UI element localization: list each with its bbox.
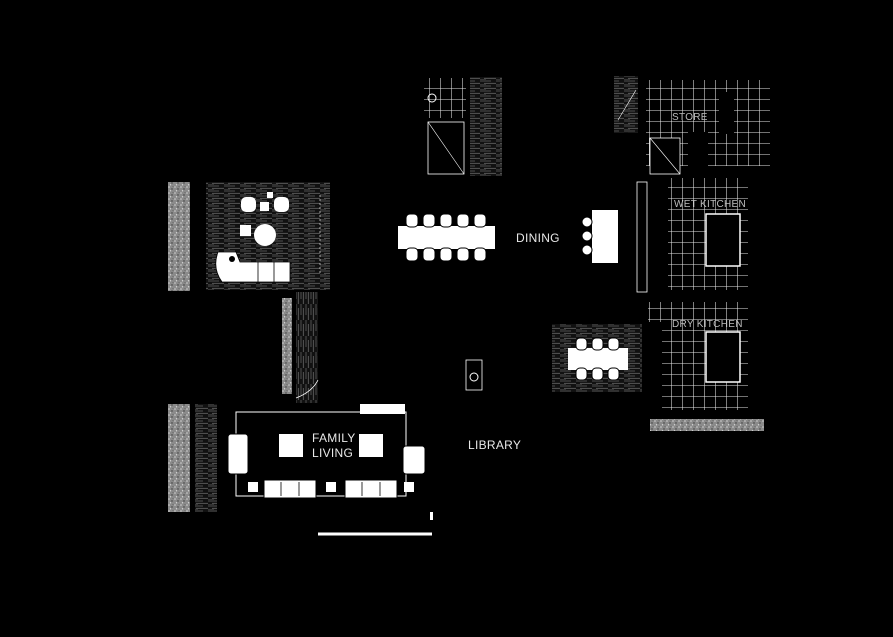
sectional-sofa-icon bbox=[215, 251, 291, 283]
sofa-icon bbox=[263, 479, 398, 499]
room-label-wet-kitchen: WET KITCHEN bbox=[674, 199, 746, 210]
bar-counter-icon bbox=[581, 210, 618, 263]
side-table-icon bbox=[404, 482, 414, 492]
planter-strip-left bbox=[168, 182, 190, 291]
coffee-table-icon bbox=[357, 432, 385, 459]
planter-strip-lower bbox=[168, 404, 190, 512]
side-table-icon bbox=[248, 482, 258, 492]
side-table-icon bbox=[240, 225, 251, 236]
dining-table-icon bbox=[398, 213, 495, 262]
room-label-dining: DINING bbox=[516, 231, 560, 245]
room-label-living: LIVING bbox=[312, 446, 353, 460]
kitchen-block: STORE WET KITCHEN DRY KITCHEN bbox=[614, 76, 770, 431]
library: LIBRARY bbox=[465, 359, 521, 452]
room-label-dry-kitchen: DRY KITCHEN bbox=[672, 319, 743, 330]
coffee-table-icon bbox=[277, 432, 305, 459]
dining-area: DINING bbox=[398, 210, 618, 263]
armchair-icon bbox=[241, 192, 289, 212]
breakfast-nook bbox=[552, 324, 642, 392]
family-living-room: FAMILY LIVING bbox=[168, 404, 433, 536]
room-label-family: FAMILY bbox=[312, 431, 356, 445]
room-label-library: LIBRARY bbox=[468, 438, 521, 452]
living-room bbox=[168, 182, 330, 291]
round-table-icon bbox=[254, 224, 276, 246]
breakfast-table-icon bbox=[568, 337, 628, 381]
side-table-icon bbox=[326, 482, 336, 492]
armchair-icon bbox=[227, 433, 426, 475]
wood-strip-lower bbox=[195, 404, 217, 512]
console-icon bbox=[360, 404, 405, 414]
room-label-store: STORE bbox=[672, 112, 708, 123]
corridor-wood bbox=[296, 292, 318, 403]
planter-strip-mid bbox=[282, 298, 292, 394]
bathroom bbox=[424, 77, 502, 176]
